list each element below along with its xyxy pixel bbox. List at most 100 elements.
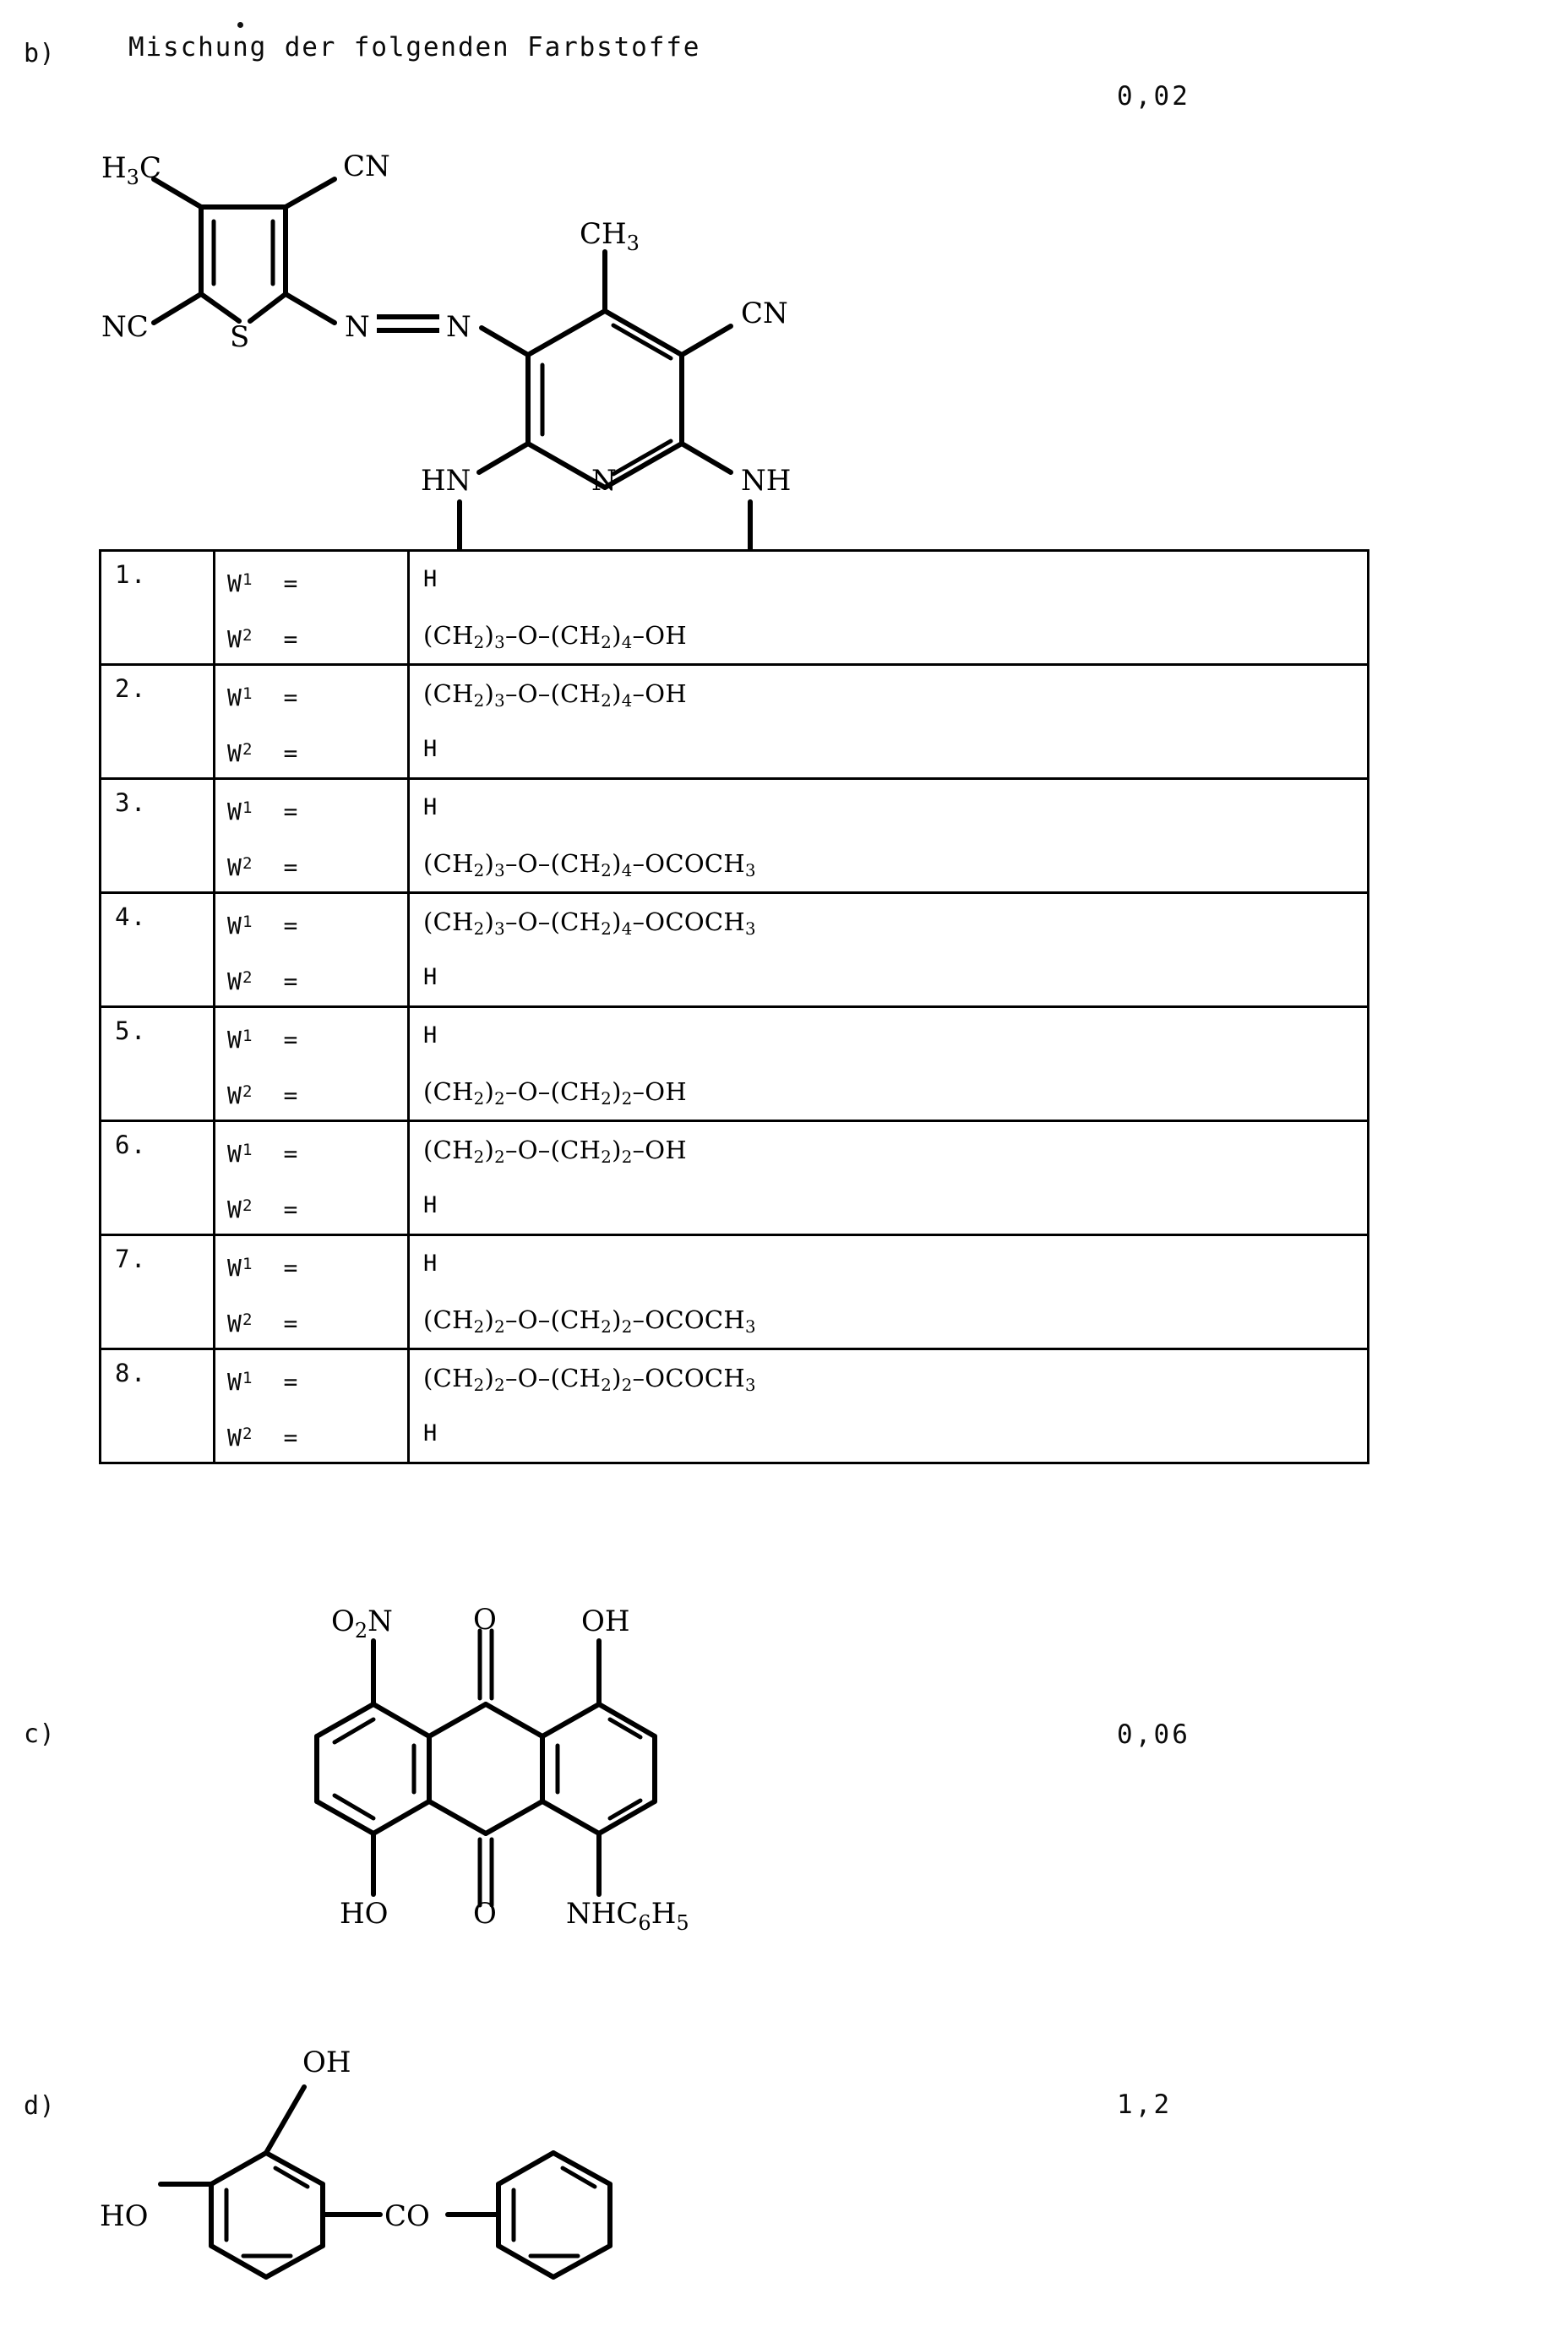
row-index-cell: 2. xyxy=(99,663,215,780)
value-w1: (CH2)2–O–(CH2)2–OH xyxy=(423,1136,687,1167)
value-w2: H xyxy=(423,1192,438,1218)
row-index: 1. xyxy=(115,560,147,589)
table-row: 7. W1 = W2 = H (CH2)2–O–(CH2)2–OCOCH3 xyxy=(99,1234,1369,1350)
label-hn: HN xyxy=(421,464,471,498)
table-row: 5. W1 = W2 = H (CH2)2–O–(CH2)2–OH xyxy=(99,1005,1369,1122)
label-h3c: H3C xyxy=(101,151,161,189)
row-index-cell: 8. xyxy=(99,1348,215,1464)
table-row: 2. W1 = W2 = (CH2)3–O–(CH2)4–OH H xyxy=(99,663,1369,780)
label-azo-n2: N xyxy=(446,310,471,344)
row-symbol-cell: W1 = W2 = xyxy=(213,891,410,1008)
value-w1: (CH2)2–O–(CH2)2–OCOCH3 xyxy=(423,1364,756,1395)
row-value-cell: (CH2)2–O–(CH2)2–OCOCH3 H xyxy=(407,1348,1369,1464)
label-ch3: CH3 xyxy=(580,217,640,255)
row-symbol-cell: W1 = W2 = xyxy=(213,1005,410,1122)
symbol-w2: W2 = xyxy=(227,1081,299,1109)
row-index: 2. xyxy=(115,674,147,703)
row-index-cell: 6. xyxy=(99,1120,215,1236)
symbol-w2: W2 = xyxy=(227,1309,299,1338)
row-value-cell: (CH2)3–O–(CH2)4–OH H xyxy=(407,663,1369,780)
section-label-c: c) xyxy=(24,1719,56,1749)
row-index-cell: 3. xyxy=(99,777,215,894)
section-amount-b: 0,02 xyxy=(1117,81,1191,112)
row-index: 3. xyxy=(115,788,147,817)
label-ring-n: N xyxy=(591,464,617,498)
table-row: 1. W1 = W2 = H (CH2)3–O–(CH2)4–OH xyxy=(99,549,1369,666)
label-hydroxy-bottom: HO xyxy=(340,1897,389,1931)
row-index: 6. xyxy=(115,1131,147,1159)
symbol-w1: W1 = xyxy=(227,797,299,825)
value-w2: H xyxy=(423,964,438,990)
row-symbol-cell: W1 = W2 = xyxy=(213,1234,410,1350)
section-label-b: b) xyxy=(24,39,56,68)
label-nc-left: NC xyxy=(101,310,149,344)
table-row: 6. W1 = W2 = (CH2)2–O–(CH2)2–OH H xyxy=(99,1120,1369,1236)
label-cn-top: CN xyxy=(343,150,390,183)
value-w1: H xyxy=(423,1022,438,1049)
structure-benzophenone: OH HO CO xyxy=(93,2002,701,2281)
label-sulfur: S xyxy=(230,320,249,354)
section-amount-d: 1,2 xyxy=(1117,2090,1173,2120)
section-amount-c: 0,06 xyxy=(1117,1719,1191,1750)
row-symbol-cell: W1 = W2 = xyxy=(213,777,410,894)
table-row: 8. W1 = W2 = (CH2)2–O–(CH2)2–OCOCH3 H xyxy=(99,1348,1369,1464)
symbol-w2: W2 = xyxy=(227,624,299,653)
symbol-w1: W1 = xyxy=(227,1253,299,1282)
label-azo-n1: N xyxy=(345,310,370,344)
row-index: 7. xyxy=(115,1245,147,1273)
row-index: 5. xyxy=(115,1016,147,1045)
row-symbol-cell: W1 = W2 = xyxy=(213,663,410,780)
label-hydroxy-top: OH xyxy=(581,1605,630,1638)
row-value-cell: H (CH2)2–O–(CH2)2–OH xyxy=(407,1005,1369,1122)
value-w2: H xyxy=(423,736,438,762)
value-w1: (CH2)3–O–(CH2)4–OCOCH3 xyxy=(423,907,756,939)
symbol-w2: W2 = xyxy=(227,1195,299,1223)
section-title-b: Mischung der folgenden Farbstoffe xyxy=(128,32,701,63)
substituent-table: 1. W1 = W2 = H (CH2)3–O–(CH2)4–OH 2. W1 … xyxy=(99,549,1369,1464)
row-index-cell: 4. xyxy=(99,891,215,1008)
row-index: 4. xyxy=(115,902,147,931)
label-hydroxy-top: OH xyxy=(302,2046,351,2079)
table-row: 3. W1 = W2 = H (CH2)3–O–(CH2)4–OCOCH3 xyxy=(99,777,1369,894)
value-w2: (CH2)3–O–(CH2)4–OCOCH3 xyxy=(423,849,756,880)
value-w1: H xyxy=(423,794,438,820)
row-symbol-cell: W1 = W2 = xyxy=(213,1348,410,1464)
row-index-cell: 7. xyxy=(99,1234,215,1350)
row-value-cell: (CH2)2–O–(CH2)2–OH H xyxy=(407,1120,1369,1236)
row-value-cell: H (CH2)2–O–(CH2)2–OCOCH3 xyxy=(407,1234,1369,1350)
label-carbonyl-bottom: O xyxy=(473,1897,497,1931)
symbol-w2: W2 = xyxy=(227,738,299,767)
row-index-cell: 5. xyxy=(99,1005,215,1122)
section-label-d: d) xyxy=(24,2091,56,2121)
row-value-cell: H (CH2)3–O–(CH2)4–OH xyxy=(407,549,1369,666)
label-nitro: O2N xyxy=(331,1605,393,1643)
row-value-cell: (CH2)3–O–(CH2)4–OCOCH3 H xyxy=(407,891,1369,1008)
symbol-w1: W1 = xyxy=(227,683,299,711)
row-index-cell: 1. xyxy=(99,549,215,666)
value-w2: (CH2)2–O–(CH2)2–OH xyxy=(423,1077,687,1109)
value-w1: H xyxy=(423,566,438,592)
value-w1: H xyxy=(423,1250,438,1277)
value-w2: (CH2)3–O–(CH2)4–OH xyxy=(423,621,687,652)
symbol-w2: W2 = xyxy=(227,1423,299,1452)
label-carbonyl: CO xyxy=(384,2199,430,2233)
label-cn-right: CN xyxy=(741,297,788,330)
structure-anthraquinone: O2N O OH HO O NHC6H5 xyxy=(279,1580,735,1952)
scan-artifact-dot xyxy=(237,22,243,28)
symbol-w2: W2 = xyxy=(227,853,299,881)
row-index: 8. xyxy=(115,1359,147,1387)
row-value-cell: H (CH2)3–O–(CH2)4–OCOCH3 xyxy=(407,777,1369,894)
label-anilino: NHC6H5 xyxy=(566,1897,689,1935)
row-symbol-cell: W1 = W2 = xyxy=(213,1120,410,1236)
symbol-w1: W1 = xyxy=(227,1139,299,1168)
symbol-w1: W1 = xyxy=(227,569,299,597)
structure-thiophene-azo-pyridine: H3C CN NC S N N CH3 CN HN N NH W1 W2 xyxy=(101,144,862,591)
symbol-w2: W2 = xyxy=(227,967,299,995)
value-w2: (CH2)2–O–(CH2)2–OCOCH3 xyxy=(423,1305,756,1337)
table-row: 4. W1 = W2 = (CH2)3–O–(CH2)4–OCOCH3 H xyxy=(99,891,1369,1008)
row-symbol-cell: W1 = W2 = xyxy=(213,549,410,666)
value-w2: H xyxy=(423,1420,438,1447)
symbol-w1: W1 = xyxy=(227,911,299,940)
symbol-w1: W1 = xyxy=(227,1367,299,1396)
